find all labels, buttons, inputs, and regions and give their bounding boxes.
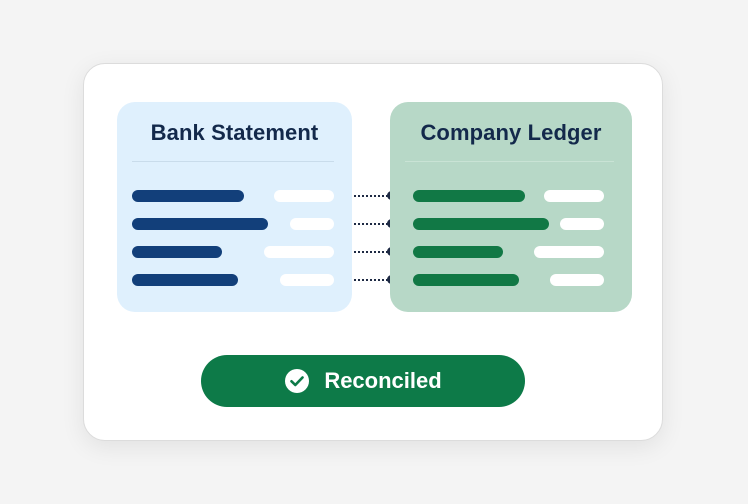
ledger-entry-amount-bar xyxy=(534,246,604,258)
bank-entry-row xyxy=(117,218,352,230)
bank-entry-amount-bar xyxy=(264,246,334,258)
reconciled-status-label: Reconciled xyxy=(324,368,442,393)
ledger-entry-row xyxy=(390,274,632,286)
ledger-entry-description-bar xyxy=(413,246,503,258)
match-connector-line xyxy=(354,195,388,197)
bank-entry-description-bar xyxy=(132,246,222,258)
bank-entry-row xyxy=(117,274,352,286)
reconciliation-card: Bank Statement xyxy=(83,63,663,441)
match-connector-line xyxy=(354,251,388,253)
bank-statement-divider xyxy=(132,161,334,162)
company-ledger-panel: Company Ledger xyxy=(390,102,632,312)
ledger-entry-description-bar xyxy=(413,190,525,202)
match-connector-line xyxy=(354,223,388,225)
check-circle-icon xyxy=(285,369,310,393)
company-ledger-title: Company Ledger xyxy=(420,120,602,145)
match-connector-line xyxy=(354,279,388,281)
bank-entry-amount-bar xyxy=(290,218,334,230)
bank-entry-row xyxy=(117,190,352,202)
ledger-entry-amount-bar xyxy=(560,218,604,230)
bank-entry-description-bar xyxy=(132,218,268,230)
ledger-entry-description-bar xyxy=(413,218,549,230)
bank-entry-row xyxy=(117,246,352,258)
bank-statement-panel: Bank Statement xyxy=(117,102,352,312)
ledger-entry-row xyxy=(390,218,632,230)
bank-entry-amount-bar xyxy=(274,190,334,202)
ledger-entry-row xyxy=(390,190,632,202)
bank-entry-description-bar xyxy=(132,274,238,286)
ledger-entry-description-bar xyxy=(413,274,519,286)
ledger-entry-amount-bar xyxy=(550,274,604,286)
reconciled-status-button[interactable]: Reconciled xyxy=(201,355,525,407)
ledger-entry-amount-bar xyxy=(544,190,604,202)
ledger-entry-row xyxy=(390,246,632,258)
company-ledger-divider xyxy=(405,161,614,162)
bank-entry-amount-bar xyxy=(280,274,334,286)
bank-statement-title: Bank Statement xyxy=(150,120,319,145)
bank-entry-description-bar xyxy=(132,190,244,202)
